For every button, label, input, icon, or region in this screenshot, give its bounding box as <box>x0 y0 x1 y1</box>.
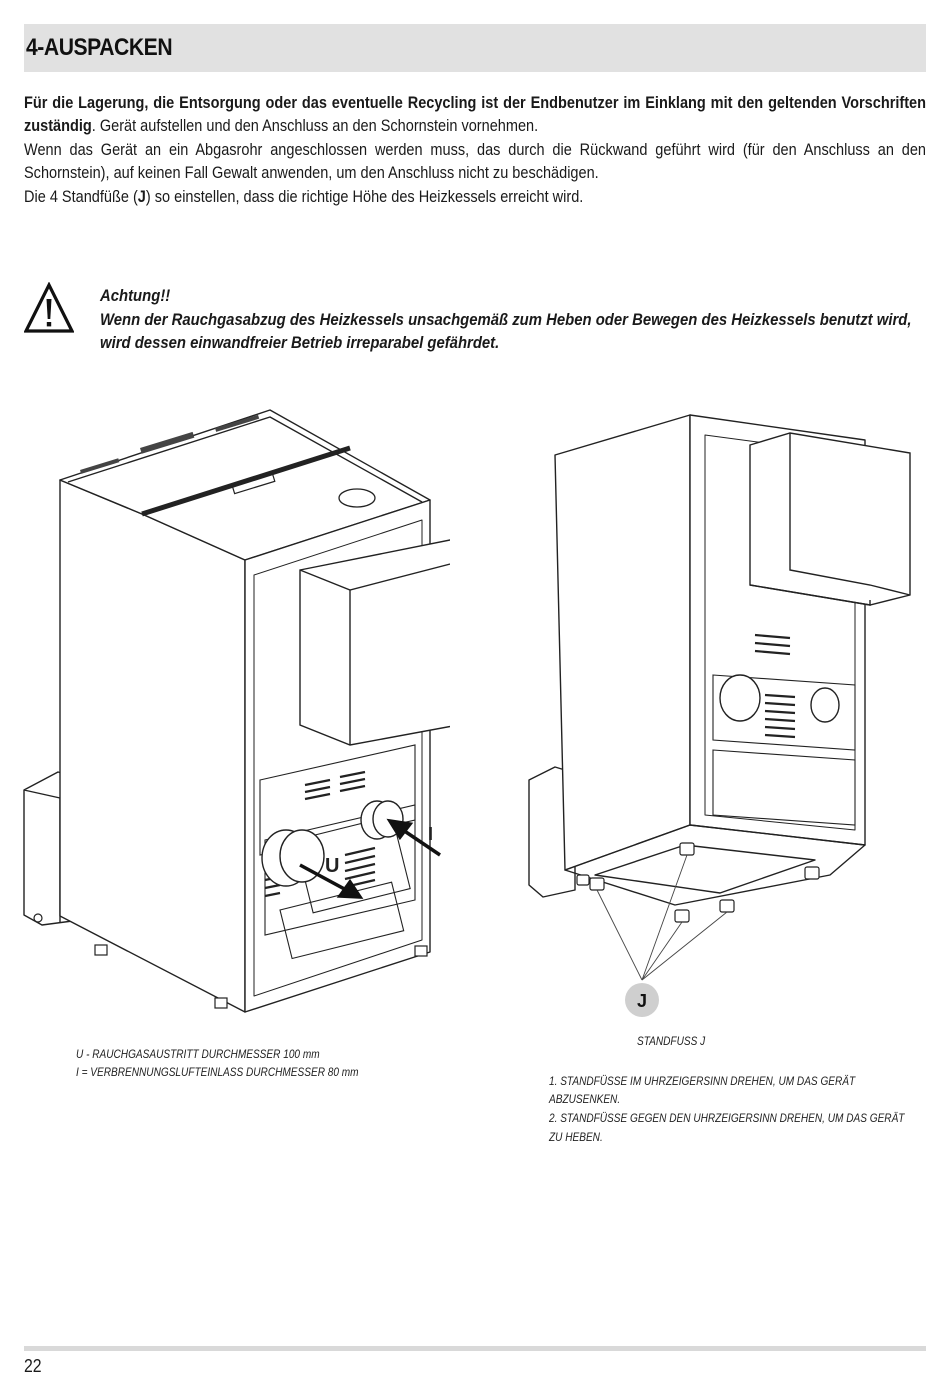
label-i: I <box>428 824 433 844</box>
footer-divider <box>24 1346 926 1351</box>
warning-body: Wenn der Rauchgasabzug des Heizkessels u… <box>100 309 912 353</box>
step-2-line-1: 2. STANDFÜSSE GEGEN DEN UHRZEIGERSINN DR… <box>549 1111 905 1125</box>
step-1-line-1: 1. STANDFÜSSE IM UHRZEIGERSINN DREHEN, U… <box>549 1074 856 1088</box>
intro-paragraph-3: Die 4 Standfüße (J) so einstellen, dass … <box>24 186 926 209</box>
intro-text: Für die Lagerung, die Entsorgung oder da… <box>24 92 926 209</box>
section-header: 4-AUSPACKEN <box>24 24 926 72</box>
intro-p3-before: Die 4 Standfüße ( <box>24 187 138 206</box>
page-title: 4-AUSPACKEN <box>26 34 173 61</box>
warning-triangle-icon <box>24 282 74 333</box>
caption-i: I = VERBRENNUNGSLUFTEINLASS DURCHMESSER … <box>76 1065 359 1079</box>
label-j: J <box>637 991 647 1011</box>
step-2-line-2: ZU HEBEN. <box>549 1130 603 1144</box>
caption-u: U - RAUCHGASAUSTRITT DURCHMESSER 100 mm <box>76 1047 320 1061</box>
boiler-rear-view-illustration: U I <box>23 409 450 1013</box>
boiler-feet-illustration: J <box>528 414 911 1017</box>
step-1-line-2: ABZUSENKEN. <box>549 1092 621 1106</box>
label-j-circle <box>625 983 659 1017</box>
caption-standfuss: STANDFUSS J <box>637 1034 706 1048</box>
intro-p3-after: ) so einstellen, dass die richtige Höhe … <box>145 187 584 206</box>
intro-p3-bold: J <box>137 187 146 206</box>
warning-title: Achtung!! <box>100 286 171 305</box>
page-number: 22 <box>24 1356 42 1376</box>
warning-text: Achtung!! Wenn der Rauchgasabzug des Hei… <box>100 284 923 355</box>
intro-text-after-bold: . Gerät aufstellen und den Anschluss an … <box>91 117 539 136</box>
intro-bold-text: Für die Lagerung, die Entsorgung oder da… <box>24 94 926 136</box>
intro-paragraph-1: Für die Lagerung, die Entsorgung oder da… <box>24 92 926 139</box>
label-u: U <box>325 855 339 877</box>
intro-paragraph-2: Wenn das Gerät an ein Abgasrohr angeschl… <box>24 140 926 183</box>
